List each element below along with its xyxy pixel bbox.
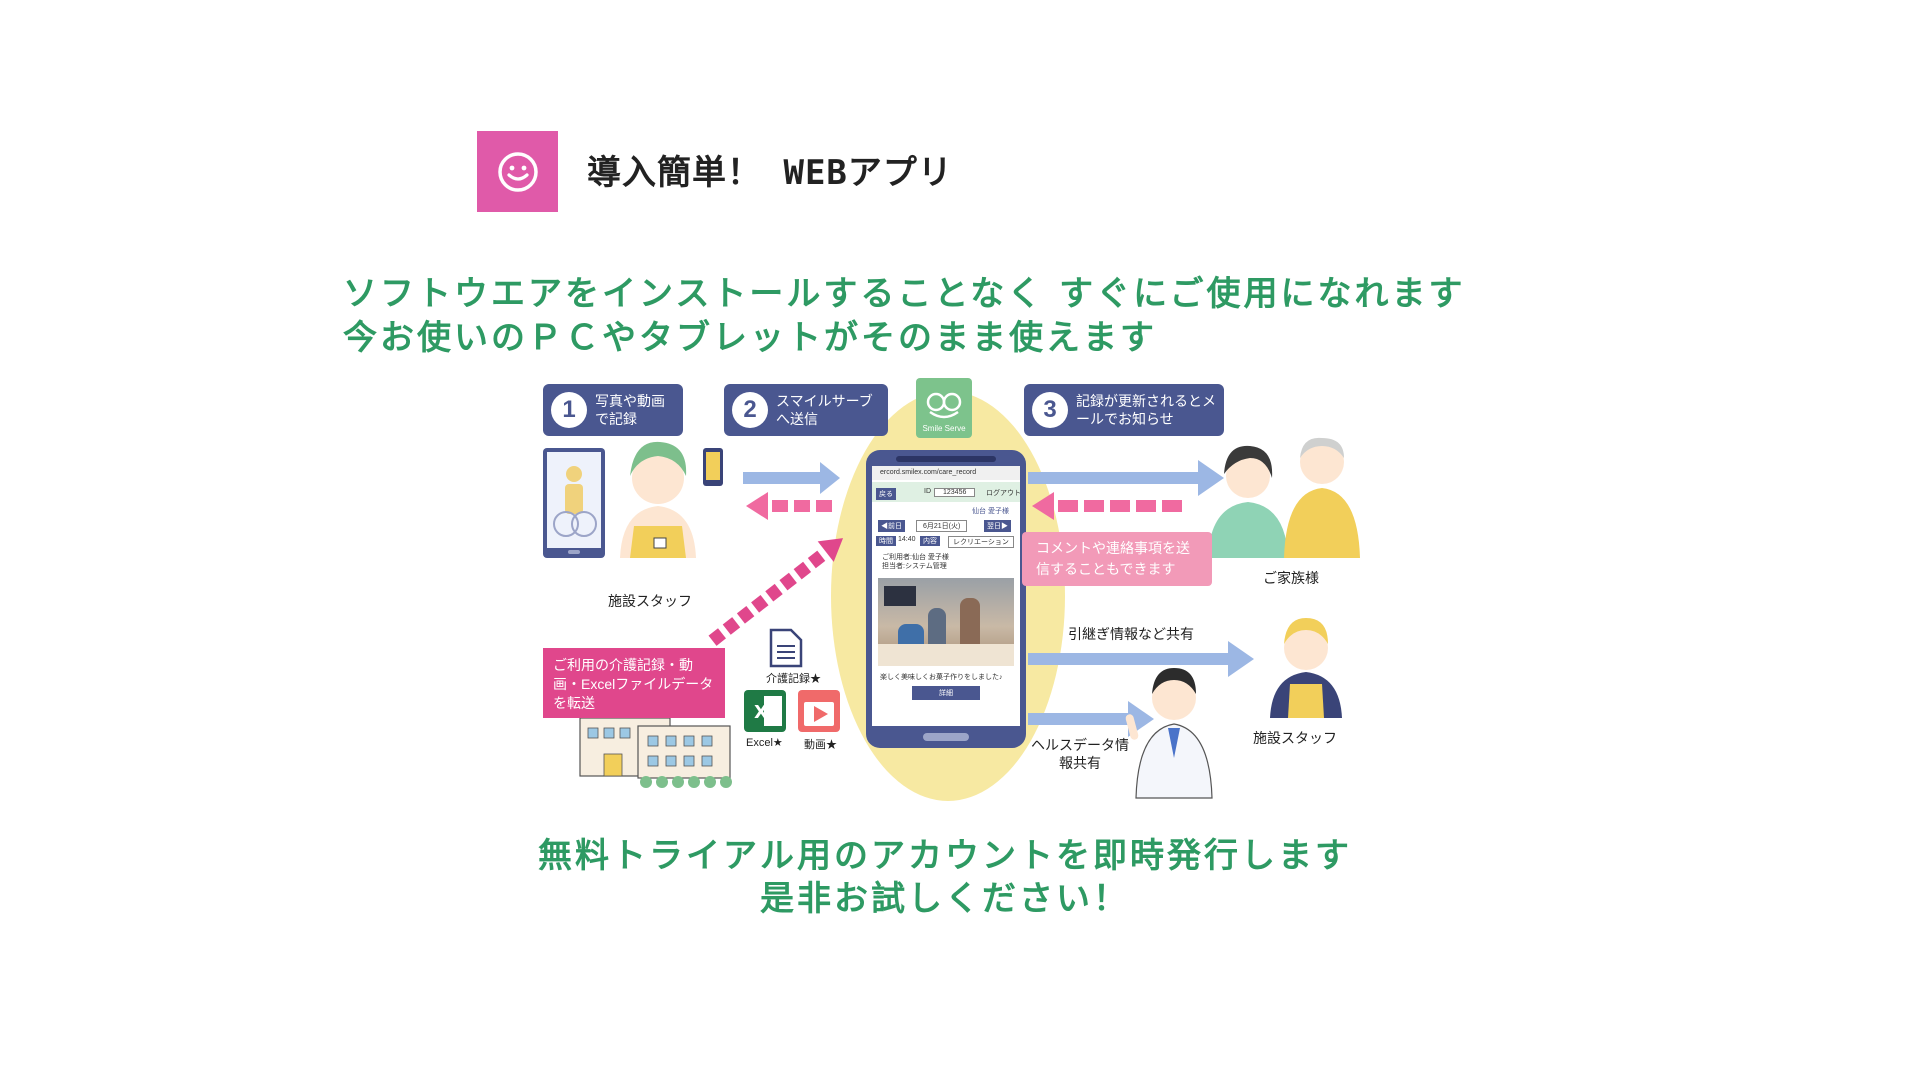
phone-user-name: 仙台 愛子様 — [972, 508, 1009, 515]
step-3-text: 記録が更新されるとメールでお知らせ — [1076, 392, 1216, 427]
phone-screen: ercord.smilex.com/care_record 戻る ID 1234… — [872, 466, 1020, 726]
lead-line-1: ソフトウエアをインストールすることなく すぐにご使用になれます — [343, 274, 1466, 314]
right-staff-label: 施設スタッフ — [1253, 730, 1337, 746]
handover-label: 引継ぎ情報など共有 — [1068, 626, 1194, 642]
phone-kind-label: 内容 — [920, 536, 940, 546]
step-2: 2 スマイルサーブへ送信 — [724, 384, 888, 436]
step-1-number: 1 — [551, 392, 587, 428]
step-3: 3 記録が更新されるとメールでお知らせ — [1024, 384, 1224, 436]
phone-date: 6月21日(火) — [916, 520, 968, 532]
phone-time-label: 時間 — [876, 536, 896, 546]
phone-next-day[interactable]: 翌日▶ — [984, 520, 1011, 532]
phone-id-label: ID — [924, 488, 931, 495]
comment-box: コメントや連絡事項を送信することもできます — [1022, 532, 1212, 586]
step-1-text: 写真や動画で記録 — [595, 392, 665, 427]
step-2-number: 2 — [732, 392, 768, 428]
phone-back-button[interactable]: 戻る — [876, 488, 896, 500]
svg-text:X: X — [754, 702, 768, 723]
left-staff-label: 施設スタッフ — [608, 593, 692, 609]
file-video-label: 動画★ — [804, 739, 837, 751]
phone-logout-button[interactable]: ログアウト — [986, 490, 1020, 497]
footer-line-1: 無料トライアル用のアカウントを即時発行します — [538, 836, 1352, 876]
phone-id-value: 123456 — [934, 488, 976, 497]
footer-line-2: 是非お試しください！ — [760, 879, 1130, 919]
lead-line-2: 今お使いのＰＣやタブレットがそのまま使えます — [343, 318, 1157, 358]
transfer-box: ご利用の介護記録・動画・Excelファイルデータを転送 — [543, 648, 725, 718]
file-excel-label: Excel★ — [746, 737, 783, 749]
header-icon-box — [477, 131, 558, 212]
phone-prev-day[interactable]: ◀前日 — [878, 520, 905, 532]
workflow-illustration: X Smile Serve 1 写真や動画で記録 2 スマイルサーブへ送信 3 … — [538, 378, 1378, 803]
phone-record-line-2: 担当者:システム管理 — [882, 563, 947, 570]
step-3-number: 3 — [1032, 392, 1068, 428]
phone-record-line-1: ご利用者:仙台 愛子様 — [882, 554, 949, 561]
step-2-text: スマイルサーブへ送信 — [776, 392, 873, 427]
phone-photo — [878, 578, 1014, 666]
smile-icon — [497, 151, 538, 192]
phone-caption: 楽しく美味しくお菓子作りをしました♪ — [880, 674, 1003, 681]
health-label: ヘルスデータ情報共有 — [1031, 737, 1129, 772]
page-title: 導入簡単！ WEBアプリ — [587, 153, 953, 193]
file-care-record-label: 介護記録★ — [766, 673, 821, 685]
phone-url: ercord.smilex.com/care_record — [880, 469, 977, 476]
logo-label: Smile Serve — [922, 424, 966, 433]
step-1: 1 写真や動画で記録 — [543, 384, 683, 436]
phone-time: 14:40 — [898, 536, 916, 543]
family-label: ご家族様 — [1263, 570, 1319, 586]
phone-activity: レクリエーション — [948, 536, 1014, 548]
phone-detail-button[interactable]: 詳細 — [912, 686, 980, 700]
